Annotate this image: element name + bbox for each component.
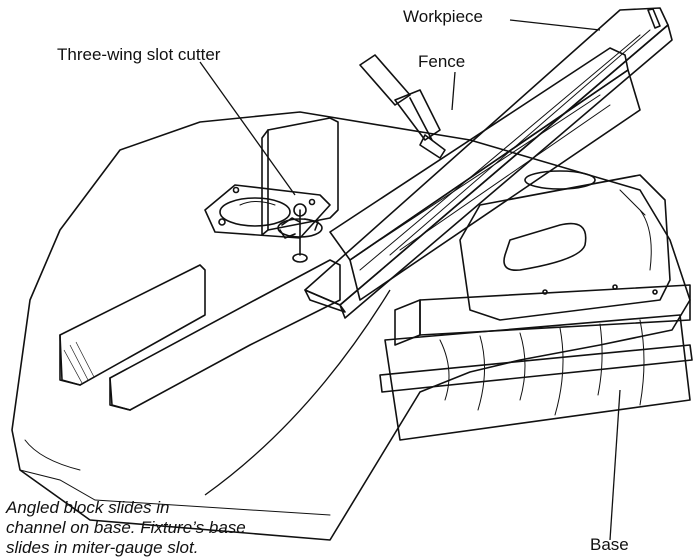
label-fence: Fence [418, 52, 465, 71]
cutter-leader [199, 61, 296, 196]
workpiece [304, 7, 673, 319]
label-base: Base [590, 535, 629, 554]
angled-block [459, 170, 671, 321]
cutter-assembly [204, 184, 331, 263]
note-leader [204, 289, 391, 496]
note-line-3: slides in miter-gauge slot. [6, 538, 198, 557]
channel-blocks [59, 117, 341, 411]
note-line-1: Angled block slides in [5, 498, 169, 517]
note-line-2: channel on base. Fixture’s base [6, 518, 246, 537]
label-cutter: Three-wing slot cutter [57, 45, 221, 64]
label-workpiece: Workpiece [403, 7, 483, 26]
fence [329, 47, 641, 301]
toggle-clamp [359, 54, 446, 159]
base-leader [609, 389, 621, 541]
three-wing-cutter [277, 203, 323, 263]
fence-leader [451, 71, 456, 111]
workpiece-leader [509, 19, 601, 31]
fixture-base [379, 284, 693, 441]
